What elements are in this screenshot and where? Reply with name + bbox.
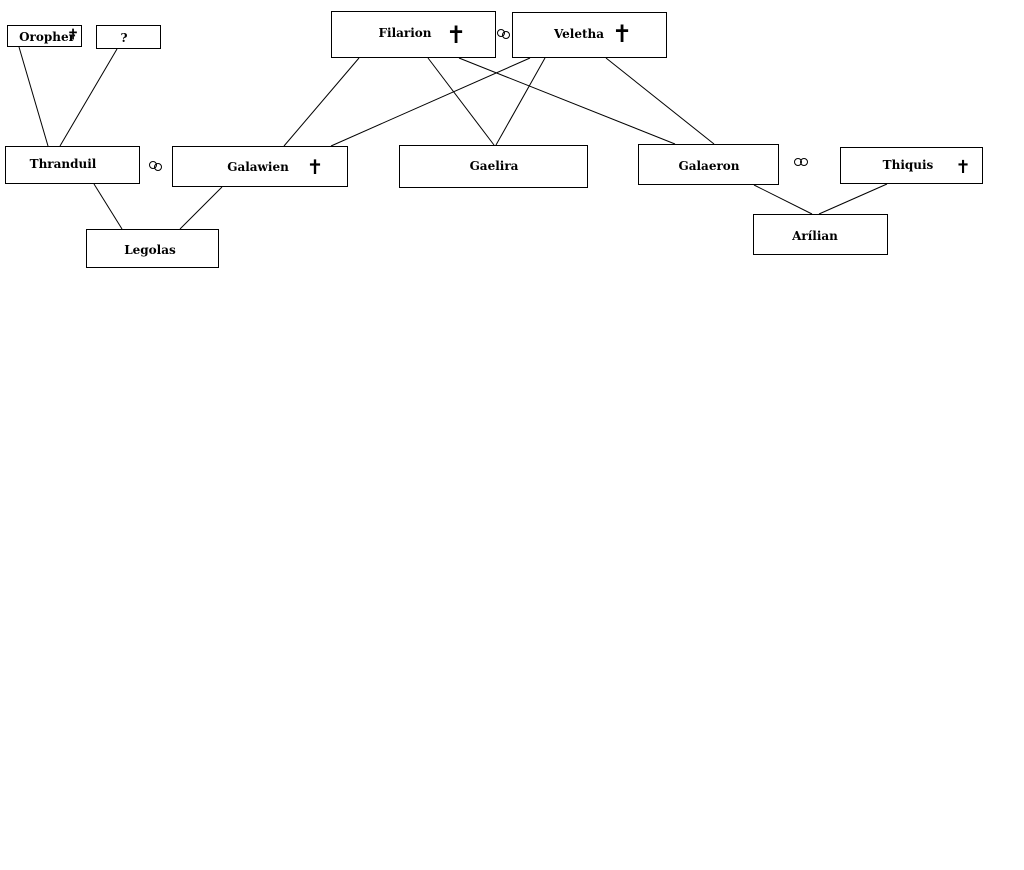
line-veletha-galaeron <box>605 57 715 145</box>
line-galawien-legolas <box>179 186 223 230</box>
deceased-cross-icon: ✝ <box>955 157 971 178</box>
deceased-cross-icon: ✝ <box>611 20 633 48</box>
line-filarion-gaelira <box>427 57 495 146</box>
line-thiquis-arilian <box>818 183 888 215</box>
deceased-cross-icon: ✝ <box>306 155 324 179</box>
node-label: Arílian <box>792 229 838 243</box>
line-galaeron-arilian <box>753 184 813 215</box>
marriage-rings-icon <box>794 157 810 169</box>
line-unknown-thranduil <box>59 48 118 147</box>
line-veletha-galawien <box>330 57 531 147</box>
node-label: Thiquis <box>882 158 934 172</box>
node-oropher: Oropher ✝ <box>7 25 82 47</box>
node-label: ? <box>120 31 128 45</box>
line-filarion-galaeron <box>458 57 676 145</box>
line-veletha-gaelira <box>495 57 546 146</box>
node-label: Galawien <box>227 160 289 174</box>
node-filarion: Filarion ✝ <box>331 11 496 58</box>
node-label: Galaeron <box>678 159 740 173</box>
marriage-rings-icon <box>497 28 513 40</box>
line-oropher-thranduil <box>18 46 49 147</box>
node-galaeron: Galaeron <box>638 144 779 185</box>
node-arilian: Arílian <box>753 214 888 255</box>
node-label: Oropher <box>19 30 75 44</box>
line-thranduil-legolas <box>93 183 123 230</box>
line-filarion-galawien <box>283 57 360 147</box>
node-thiquis: Thiquis ✝ <box>840 147 983 184</box>
node-label: Veletha <box>553 27 605 41</box>
deceased-cross-icon: ✝ <box>445 21 467 49</box>
node-galawien: Galawien ✝ <box>172 146 348 187</box>
node-label: Filarion <box>378 26 432 40</box>
node-label: Legolas <box>124 243 176 257</box>
node-veletha: Veletha ✝ <box>512 12 667 58</box>
node-gaelira: Gaelira <box>399 145 588 188</box>
node-thranduil: Thranduil <box>5 146 140 184</box>
node-unknown-parent: ? <box>96 25 161 49</box>
node-label: Thranduil <box>29 157 97 171</box>
marriage-rings-icon <box>149 160 165 172</box>
node-legolas: Legolas <box>86 229 219 268</box>
node-label: Gaelira <box>469 159 519 173</box>
deceased-cross-icon: ✝ <box>66 25 80 44</box>
